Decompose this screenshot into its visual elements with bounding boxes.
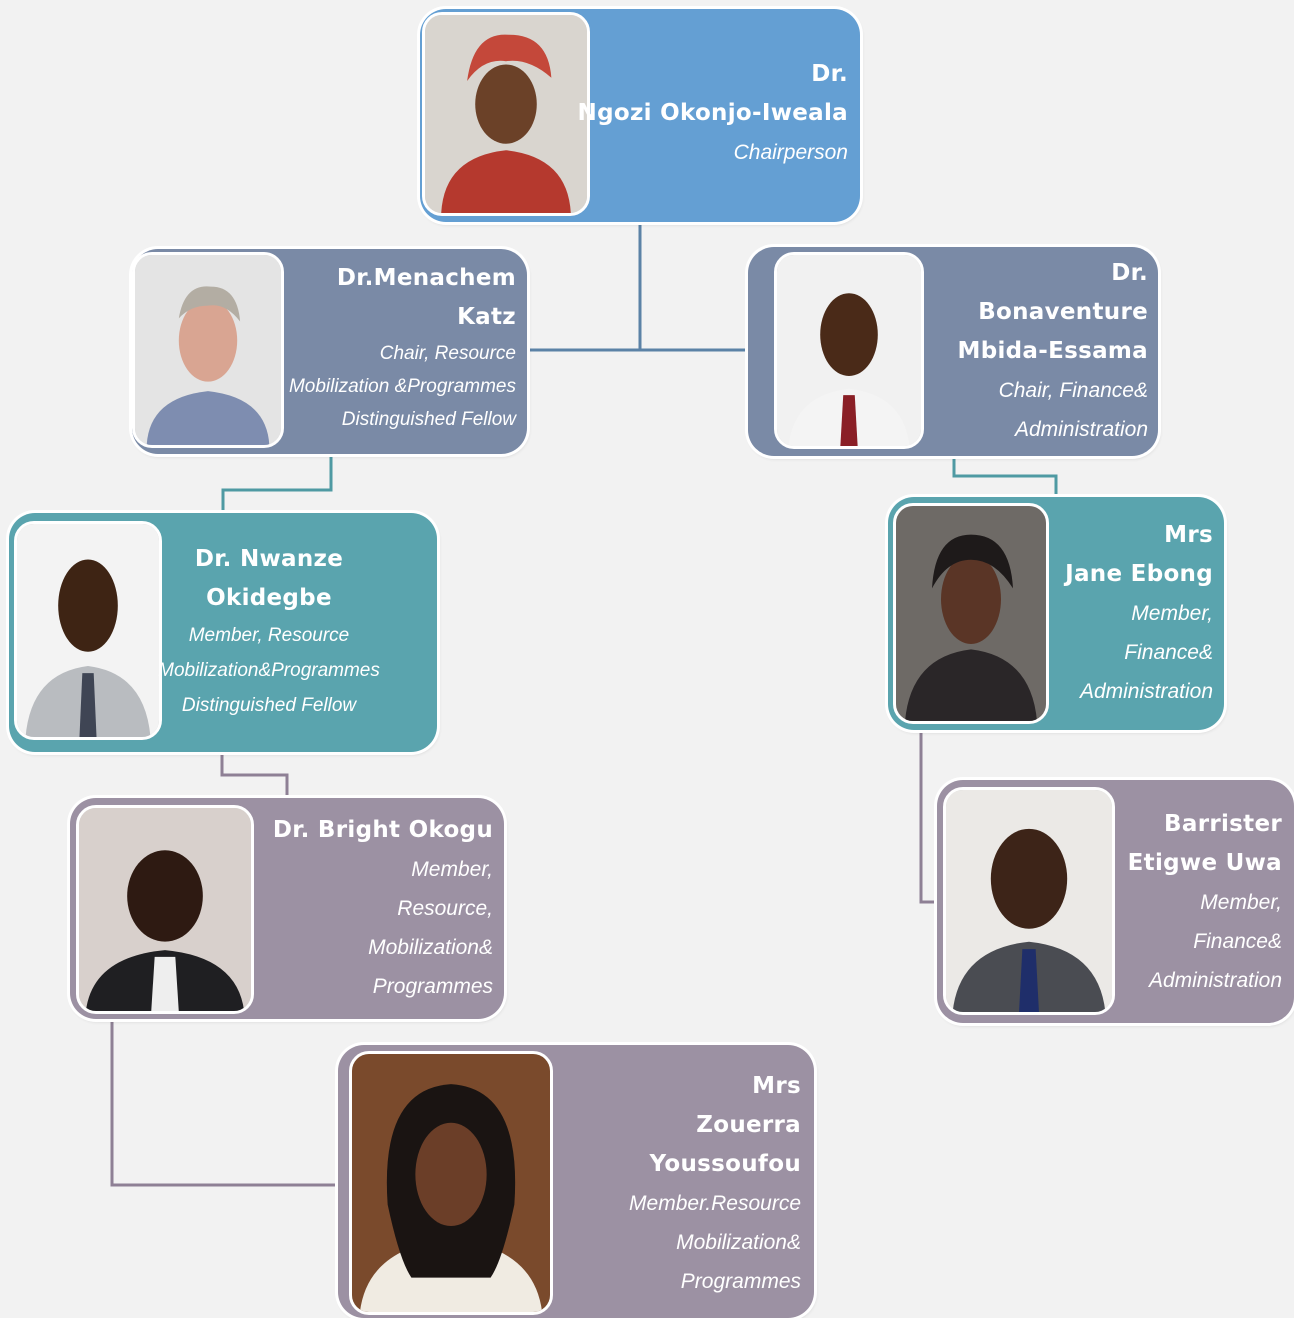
portrait-photo [76,805,254,1014]
member-card-okogu: Dr. Bright Okogu Member, Resource, Mobil… [70,798,504,1019]
member-name-line: Dr. Nwanze [194,546,344,572]
member-name-line: Bonaventure [978,299,1148,325]
member-name-line: Etigwe Uwa [1127,850,1282,876]
member-name-line: Dr. Bright Okogu [272,817,493,843]
connector-okidegbe-okogu [220,752,289,798]
member-card-ebong: Mrs Jane Ebong Member, Finance& Administ… [888,497,1224,730]
member-role: Chair, Finance& Administration [998,379,1148,441]
member-card-okidegbe: Dr. Nwanze Okidegbe Member, Resource Mob… [9,513,437,752]
member-name-line: Mbida-Essama [957,338,1148,364]
member-name-line: Zouerra [696,1112,801,1138]
member-role: Member.Resource Mobilization& Programmes [629,1192,801,1293]
member-name-line: Barrister [1164,811,1282,837]
member-card-mbida-essama: Dr. Bonaventure Mbida-Essama Chair, Fina… [748,247,1158,456]
member-name-line: Mrs [752,1073,801,1099]
member-name-line: Dr. [811,61,848,87]
member-role: Member, Resource Mobilization&Programmes… [158,625,380,716]
portrait-photo [774,252,924,449]
portrait-photo [132,252,284,448]
member-name-line: Mrs [1164,522,1213,548]
member-name-line: Jane Ebong [1065,561,1213,587]
member-role: Chairperson [733,141,848,164]
portrait-photo [422,12,590,216]
portrait-photo [14,521,162,740]
connector-chair-katz [527,222,642,352]
member-card-okonjo-iweala: Dr. Ngozi Okonjo-Iweala Chairperson [420,9,860,222]
connector-mbida-ebong [952,456,1058,497]
portrait-photo [893,503,1049,724]
member-name-line: Youssoufou [649,1151,801,1177]
connector-ebong-uwa [919,730,937,904]
member-name-line: Katz [457,304,516,330]
member-role: Member, Finance& Administration [1148,891,1282,992]
portrait-photo [943,787,1115,1015]
connector-okogu-youssoufou [110,1019,338,1187]
member-name-line: Dr.Menachem [336,265,516,291]
connector-katz-okidegbe [221,454,333,513]
member-name-line: Okidegbe [206,585,332,611]
member-name-line: Ngozi Okonjo-Iweala [577,100,848,126]
member-card-youssoufou: Mrs Zouerra Youssoufou Member.Resource M… [338,1045,814,1318]
member-card-katz: Dr.Menachem Katz Chair, Resource Mobiliz… [132,249,527,454]
member-role: Member, Finance& Administration [1079,602,1213,703]
member-name-line: Dr. [1111,260,1148,286]
member-role: Member, Resource, Mobilization& Programm… [368,858,493,998]
portrait-photo [349,1051,553,1315]
member-role: Chair, Resource Mobilization &Programmes… [288,343,516,430]
member-card-uwa: Barrister Etigwe Uwa Member, Finance& Ad… [937,780,1294,1023]
